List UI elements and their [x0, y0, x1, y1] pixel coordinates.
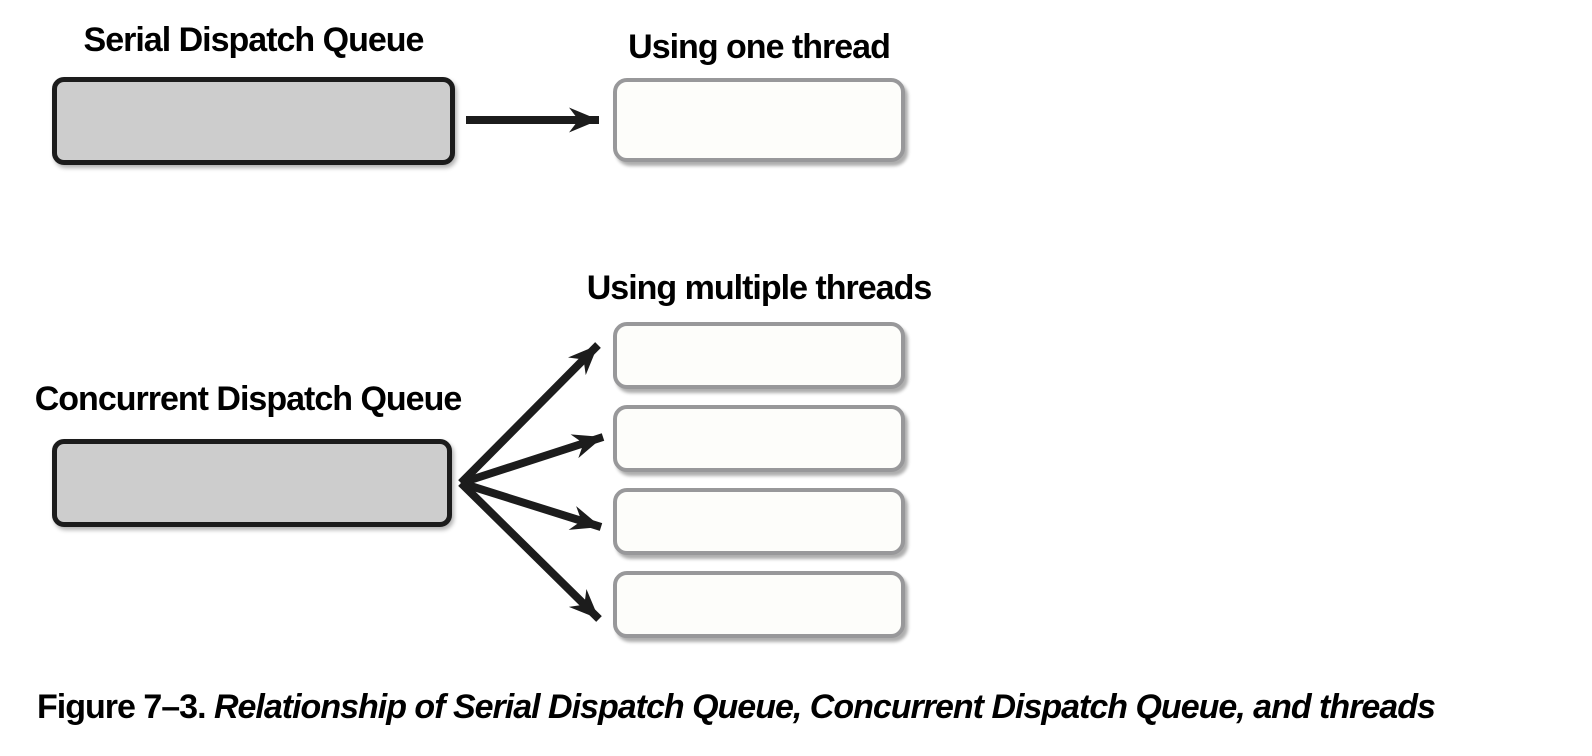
arrow-concurrent-to-thread-1	[458, 342, 601, 486]
serial-queue-box	[52, 77, 455, 165]
concurrent-queue-label: Concurrent Dispatch Queue	[34, 380, 463, 418]
arrow-concurrent-to-thread-4	[458, 480, 602, 622]
serial-queue-label: Serial Dispatch Queue	[83, 21, 425, 59]
thread-box-1	[613, 322, 905, 389]
figure-caption: Figure 7–3. Relationship of Serial Dispa…	[37, 688, 1436, 727]
thread-box-serial	[613, 78, 905, 162]
one-thread-label: Using one thread	[628, 28, 891, 66]
figure-caption-text: Relationship of Serial Dispatch Queue, C…	[213, 688, 1436, 726]
arrow-concurrent-to-thread-2	[459, 433, 605, 487]
arrow-concurrent-to-thread-3	[459, 479, 603, 531]
figure-caption-number: Figure 7–3.	[37, 688, 207, 726]
thread-box-3	[613, 488, 905, 555]
multiple-threads-label: Using multiple threads	[586, 269, 933, 307]
thread-box-4	[613, 571, 905, 638]
concurrent-queue-box	[52, 439, 452, 527]
thread-box-2	[613, 405, 905, 472]
